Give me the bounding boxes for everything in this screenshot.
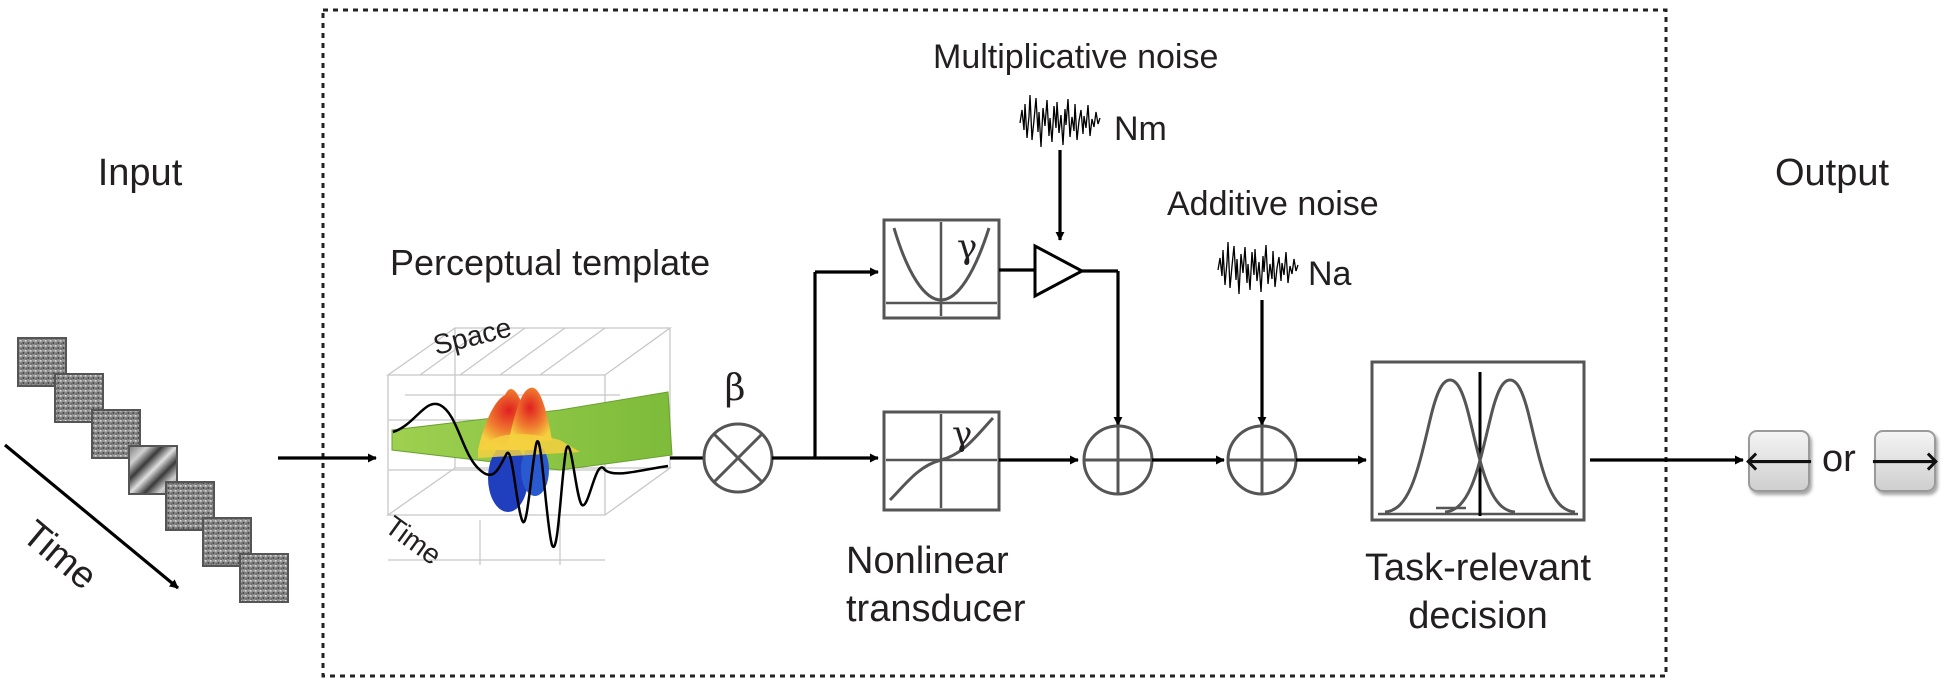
gain-amplifier (1033, 243, 1086, 299)
na-label: Na (1308, 255, 1352, 293)
right-key-button[interactable]: 🡒 (1870, 430, 1940, 492)
noise-frame (239, 553, 289, 603)
perceptual-template-title: Perceptual template (390, 242, 710, 283)
time-input-label: Time (14, 513, 105, 599)
summing-node-1 (1082, 424, 1154, 496)
input-frame-stack (17, 337, 289, 603)
nonlinear-transducer-line2: transducer (846, 588, 1026, 630)
nm-label: Nm (1114, 110, 1167, 148)
decision-caption-line1: Task-relevant (1365, 547, 1591, 589)
or-label: or (1822, 438, 1856, 480)
additive-noise-trace (1217, 241, 1299, 295)
nonlinear-transducer-line1: Nonlinear (846, 540, 1009, 582)
space-axis-label: Space (430, 312, 515, 361)
left-arrow-icon: 🡐 (1744, 446, 1814, 477)
additive-noise-label: Additive noise (1167, 185, 1379, 223)
multiplier-node (702, 422, 774, 494)
left-key-button[interactable]: 🡐 (1744, 430, 1814, 492)
input-label: Input (98, 152, 183, 194)
time-axis-label: Time (379, 510, 447, 571)
model-boundary (321, 8, 1668, 678)
decision-caption-line2: decision (1408, 595, 1547, 637)
beta-label: β (725, 368, 746, 409)
multiplicative-noise-trace (1019, 94, 1101, 148)
gamma-lower-label: γ (952, 414, 972, 454)
output-label: Output (1775, 152, 1890, 194)
upper-transducer-box: γ (882, 218, 1001, 320)
time-arrow (3, 443, 180, 590)
decision-box (1370, 360, 1586, 522)
right-arrow-icon: 🡒 (1870, 446, 1940, 477)
summing-node-2 (1226, 424, 1298, 496)
gamma-upper-label: γ (957, 227, 977, 267)
perceptual-template-plot: Space Time (379, 312, 673, 571)
lower-transducer-box: γ (882, 410, 1001, 512)
multiplicative-noise-label: Multiplicative noise (933, 38, 1218, 76)
